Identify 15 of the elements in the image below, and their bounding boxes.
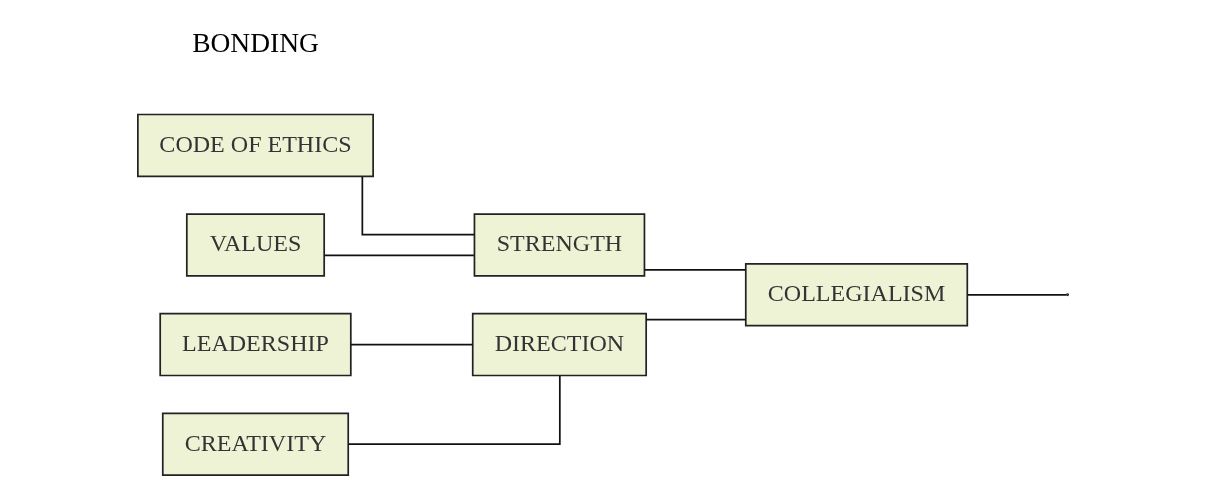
node-box: CODE OF ETHICS bbox=[136, 113, 374, 178]
connector bbox=[323, 254, 475, 257]
node-box: VALUES bbox=[185, 213, 325, 277]
connector bbox=[643, 269, 746, 271]
label: BONDING bbox=[191, 28, 319, 59]
connector bbox=[361, 175, 475, 236]
connector bbox=[349, 343, 474, 346]
connector bbox=[644, 318, 746, 321]
node-box: STRENGTH bbox=[473, 213, 645, 277]
connector bbox=[966, 293, 1067, 296]
node-box: LEADERSHIP bbox=[158, 312, 352, 377]
node-box: COLLEGIALISM bbox=[744, 263, 968, 327]
node-box: CREATIVITY bbox=[161, 412, 349, 476]
connector bbox=[347, 374, 561, 446]
node-box: DIRECTION bbox=[471, 312, 647, 377]
